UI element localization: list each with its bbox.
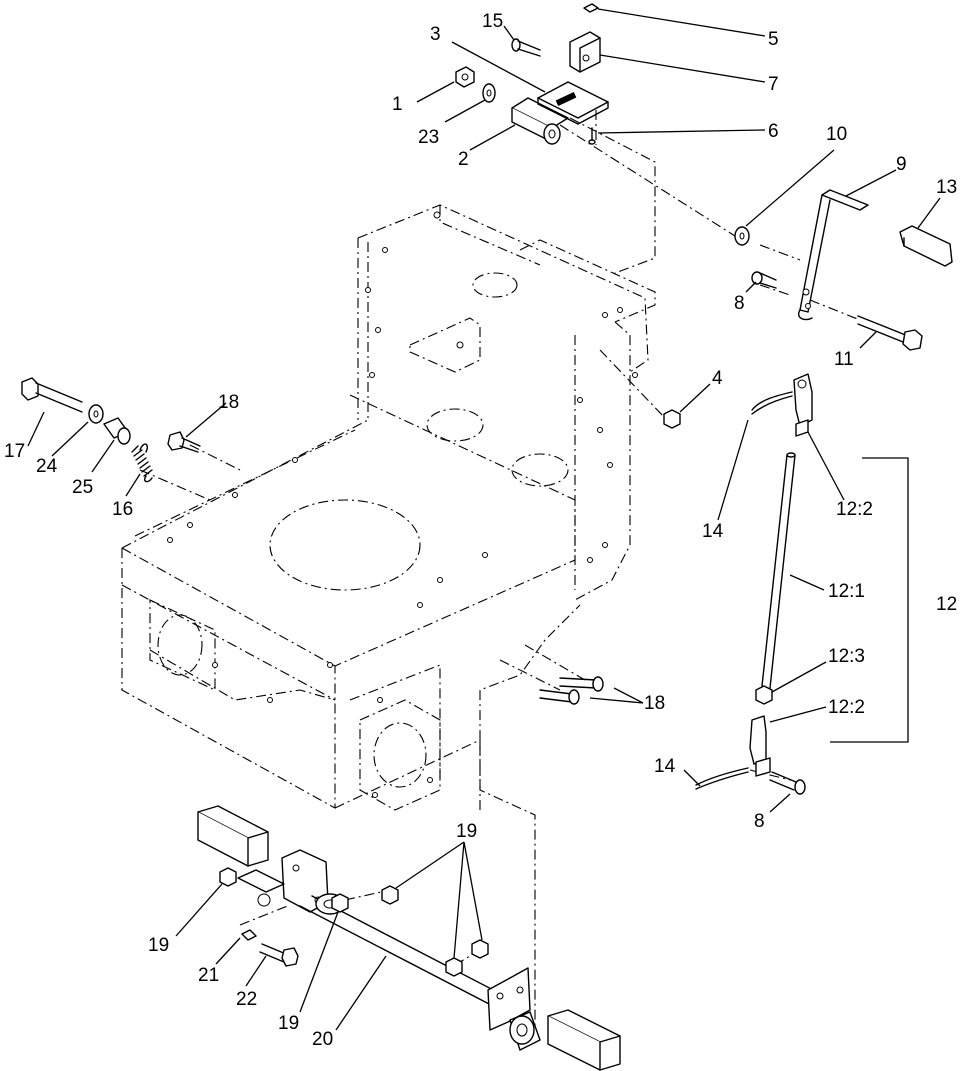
callout-14-upper: 14 bbox=[702, 521, 724, 542]
callout-4: 4 bbox=[712, 368, 723, 389]
pivot-assembly bbox=[455, 3, 609, 145]
callout-14-lower: 14 bbox=[654, 756, 676, 777]
callout-21: 21 bbox=[198, 965, 220, 986]
callout-17: 17 bbox=[4, 441, 26, 462]
callout-3: 3 bbox=[430, 24, 441, 45]
callout-12-1: 12:1 bbox=[828, 581, 865, 602]
callout-8-upper: 8 bbox=[734, 293, 745, 314]
spring-assembly bbox=[21, 377, 201, 483]
callout-9: 9 bbox=[896, 154, 907, 175]
callout-19-left: 19 bbox=[148, 935, 170, 956]
callout-24: 24 bbox=[36, 456, 58, 477]
callout-25: 25 bbox=[72, 477, 94, 498]
callout-13: 13 bbox=[936, 177, 958, 198]
callout-15: 15 bbox=[482, 11, 504, 32]
callout-1: 1 bbox=[392, 94, 403, 115]
callout-12: 12 bbox=[936, 594, 958, 615]
callout-12-3: 12:3 bbox=[828, 646, 865, 667]
callout-22: 22 bbox=[236, 989, 258, 1010]
callout-23: 23 bbox=[418, 127, 440, 148]
callout-5: 5 bbox=[768, 29, 779, 50]
callout-8-lower: 8 bbox=[754, 811, 765, 832]
callout-12-2-upper: 12:2 bbox=[836, 499, 873, 520]
bolts-18-lower bbox=[539, 676, 604, 705]
callout-19-cluster: 19 bbox=[456, 821, 478, 842]
callout-2: 2 bbox=[458, 149, 469, 170]
rod-assembly bbox=[695, 373, 909, 795]
callout-6: 6 bbox=[768, 121, 779, 142]
callout-7: 7 bbox=[768, 74, 779, 95]
frame-holes bbox=[167, 211, 638, 798]
frame-phantom bbox=[121, 110, 861, 1030]
callout-20: 20 bbox=[312, 1029, 334, 1050]
callout-19-bottom: 19 bbox=[278, 1013, 300, 1034]
handle-assembly bbox=[663, 189, 953, 429]
leader-lines bbox=[27, 8, 941, 1031]
callout-18-upper: 18 bbox=[218, 392, 240, 413]
callout-16: 16 bbox=[112, 499, 134, 520]
callout-11: 11 bbox=[834, 349, 854, 370]
callout-18-lower: 18 bbox=[644, 693, 666, 714]
callout-10: 10 bbox=[826, 124, 848, 145]
callout-12-2-lower: 12:2 bbox=[828, 697, 865, 718]
axle-assembly bbox=[197, 805, 621, 1071]
